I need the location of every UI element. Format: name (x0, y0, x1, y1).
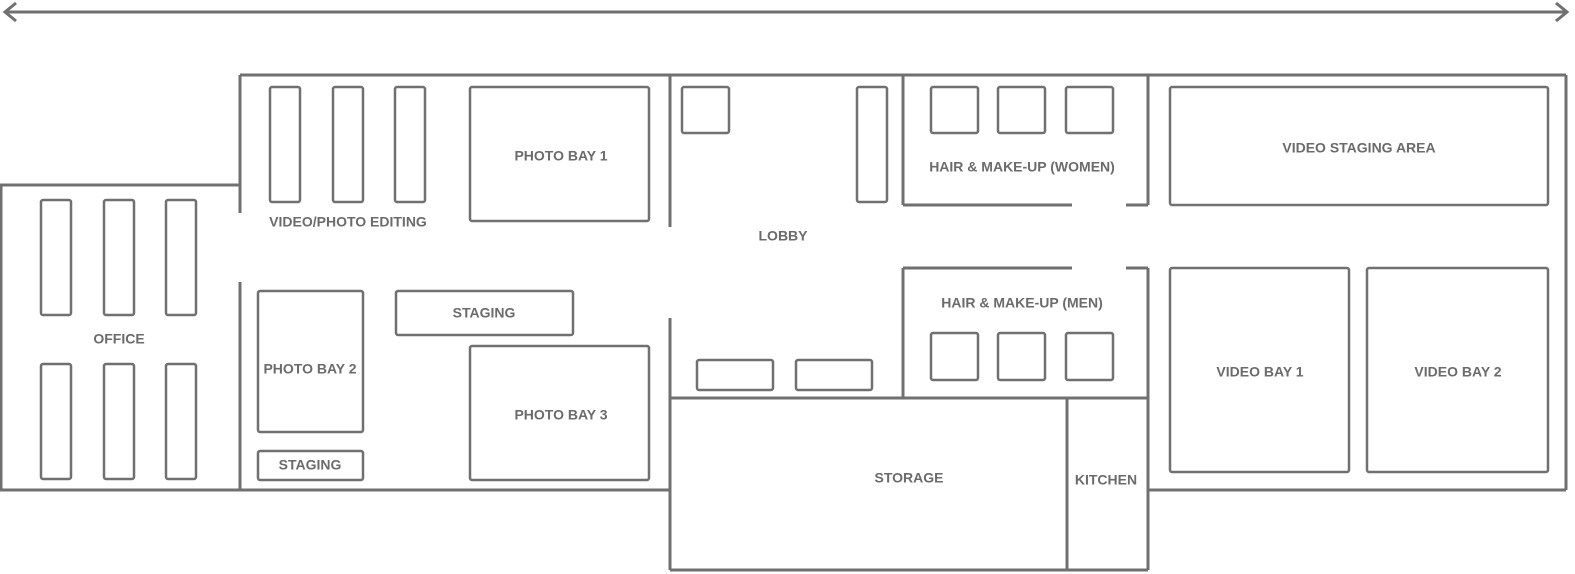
office-desk (39, 198, 73, 317)
lobby-chair (680, 85, 731, 135)
staging-upper-label: STAGING (453, 305, 516, 321)
makeup-station (929, 331, 980, 382)
office-desk (39, 362, 73, 481)
office-label: OFFICE (93, 331, 144, 347)
office-desk (164, 362, 198, 481)
staging-lower-label: STAGING (279, 457, 342, 473)
room-labels: OFFICE VIDEO/PHOTO EDITING PHOTO BAY 1 P… (93, 140, 1501, 488)
photo-bay-2 (256, 289, 365, 434)
photo-bay-3 (468, 344, 651, 482)
hair-makeup-women-label: HAIR & MAKE-UP (WOMEN) (929, 159, 1115, 175)
kitchen-label: KITCHEN (1075, 472, 1137, 488)
makeup-station (996, 85, 1047, 135)
storage-label: STORAGE (875, 470, 944, 486)
editing-desk (331, 85, 365, 204)
lobby-bench (695, 358, 775, 392)
editing-desks (268, 85, 427, 204)
lobby-furniture (680, 85, 889, 392)
office-desk (164, 198, 198, 317)
lobby-bench (794, 358, 874, 392)
makeup-station (1064, 85, 1115, 135)
video-bay-2-label: VIDEO BAY 2 (1414, 364, 1501, 380)
video-bay-1 (1168, 266, 1351, 474)
office-desks (39, 198, 198, 481)
lobby-label: LOBBY (759, 228, 809, 244)
lobby-counter (855, 85, 889, 204)
makeup-station (929, 85, 980, 135)
office-desk (102, 362, 136, 481)
photo-bay-1 (468, 85, 651, 223)
staging-upper (394, 289, 575, 337)
staging-lower (256, 449, 365, 482)
makeup-stations-women (929, 85, 1115, 135)
video-staging-area-label: VIDEO STAGING AREA (1282, 140, 1435, 156)
makeup-station (1064, 331, 1115, 382)
video-bay-2 (1365, 266, 1550, 474)
makeup-station (996, 331, 1047, 382)
makeup-stations-men (929, 331, 1115, 382)
walls (0, 73, 1568, 572)
video-photo-editing-label: VIDEO/PHOTO EDITING (269, 214, 427, 230)
photo-bay-3-label: PHOTO BAY 3 (514, 407, 607, 423)
photo-bay-1-label: PHOTO BAY 1 (514, 148, 607, 164)
video-bay-1-label: VIDEO BAY 1 (1216, 364, 1303, 380)
hair-makeup-men-label: HAIR & MAKE-UP (MEN) (941, 295, 1103, 311)
width-dimension-arrow (2, 1, 1570, 23)
editing-desk (393, 85, 427, 204)
office-desk (102, 198, 136, 317)
video-staging-area (1168, 85, 1550, 207)
editing-desk (268, 85, 302, 204)
photo-bay-2-label: PHOTO BAY 2 (263, 361, 356, 377)
